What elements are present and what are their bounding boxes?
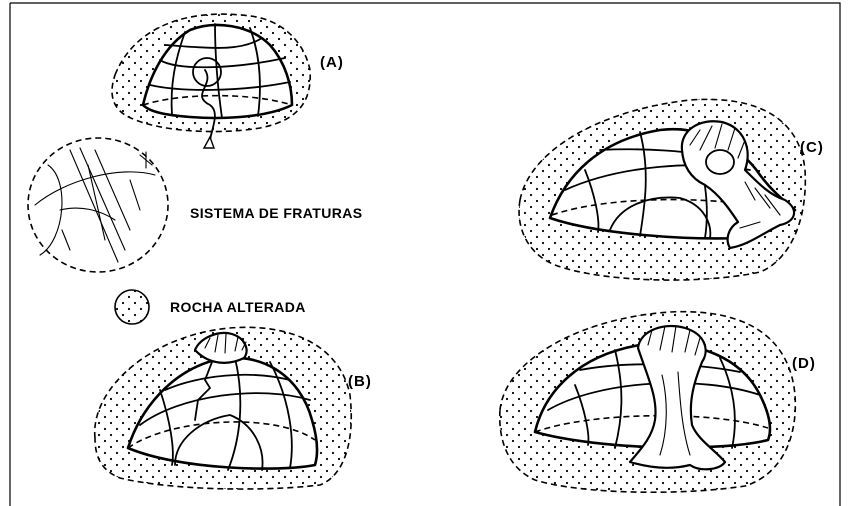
panel-a-label: (A) <box>320 54 344 71</box>
legend-fracture-system <box>27 137 169 273</box>
panel-c-fracture <box>584 169 600 233</box>
panel-c-label: (C) <box>800 139 824 156</box>
fracture-line <box>94 149 131 231</box>
panel-a-core-crack <box>201 69 216 141</box>
panel-c-slump-striation <box>739 181 781 229</box>
panel-a-arrow <box>202 135 215 149</box>
fracture-system-circle <box>27 137 169 273</box>
panel-d-label: (D) <box>792 355 816 372</box>
panel-a-fracture <box>159 57 286 69</box>
panel-c-slump-striation <box>689 123 746 159</box>
fracture-system-label: SISTEMA DE FRATURAS <box>190 205 363 221</box>
panel-a-core <box>192 57 222 87</box>
panel-c-fracture <box>639 131 647 237</box>
panel-b-label: (B) <box>348 373 372 390</box>
panel-b: (B) <box>94 326 372 490</box>
panel-d-base-ellipse <box>534 414 769 433</box>
panel-d-fracture <box>614 349 623 449</box>
panel-b-fracture <box>269 361 293 469</box>
fracture-line <box>61 229 71 251</box>
panel-b-slump-striation <box>204 333 247 354</box>
fracture-line <box>79 147 126 251</box>
panel-d-slump <box>628 324 727 471</box>
panel-c-scar <box>705 149 735 175</box>
weathered-rock-label: ROCHA ALTERADA <box>170 299 306 315</box>
fracture-line <box>87 164 106 241</box>
panel-a-base-ellipse <box>142 94 293 106</box>
panel-a-fracture <box>214 23 223 119</box>
panel-a-fracture <box>249 27 261 117</box>
fracture-line <box>59 207 116 221</box>
panel-d-slump-striation <box>647 325 701 356</box>
panel-d: (D) <box>498 310 816 494</box>
panel-d-fracture <box>574 384 590 446</box>
panel-b-base-ellipse <box>127 421 316 449</box>
panel-c-fracture <box>609 196 712 239</box>
fracture-line <box>139 151 153 169</box>
panel-b-crack <box>194 361 213 421</box>
weathered-rock-swatch <box>114 289 150 325</box>
legend-weathered-rock <box>114 289 150 325</box>
fracture-line <box>39 164 63 256</box>
panel-a: (A) <box>111 13 344 149</box>
panel-a-fracture <box>149 81 291 91</box>
panel-d-slump-striation <box>659 371 691 456</box>
panel-b-fracture <box>139 392 311 426</box>
panel-b-fracture <box>159 389 174 466</box>
figure-border <box>9 2 841 506</box>
panel-b-fracture <box>174 414 264 471</box>
panel-a-fracture <box>170 31 186 116</box>
panel-b-fracture <box>227 357 242 471</box>
panel-d-fracture <box>719 357 736 449</box>
panel-a-fracture <box>164 37 263 49</box>
panel-c: (C) <box>518 98 824 281</box>
fracture-line <box>69 149 119 263</box>
fracture-line <box>129 179 141 211</box>
